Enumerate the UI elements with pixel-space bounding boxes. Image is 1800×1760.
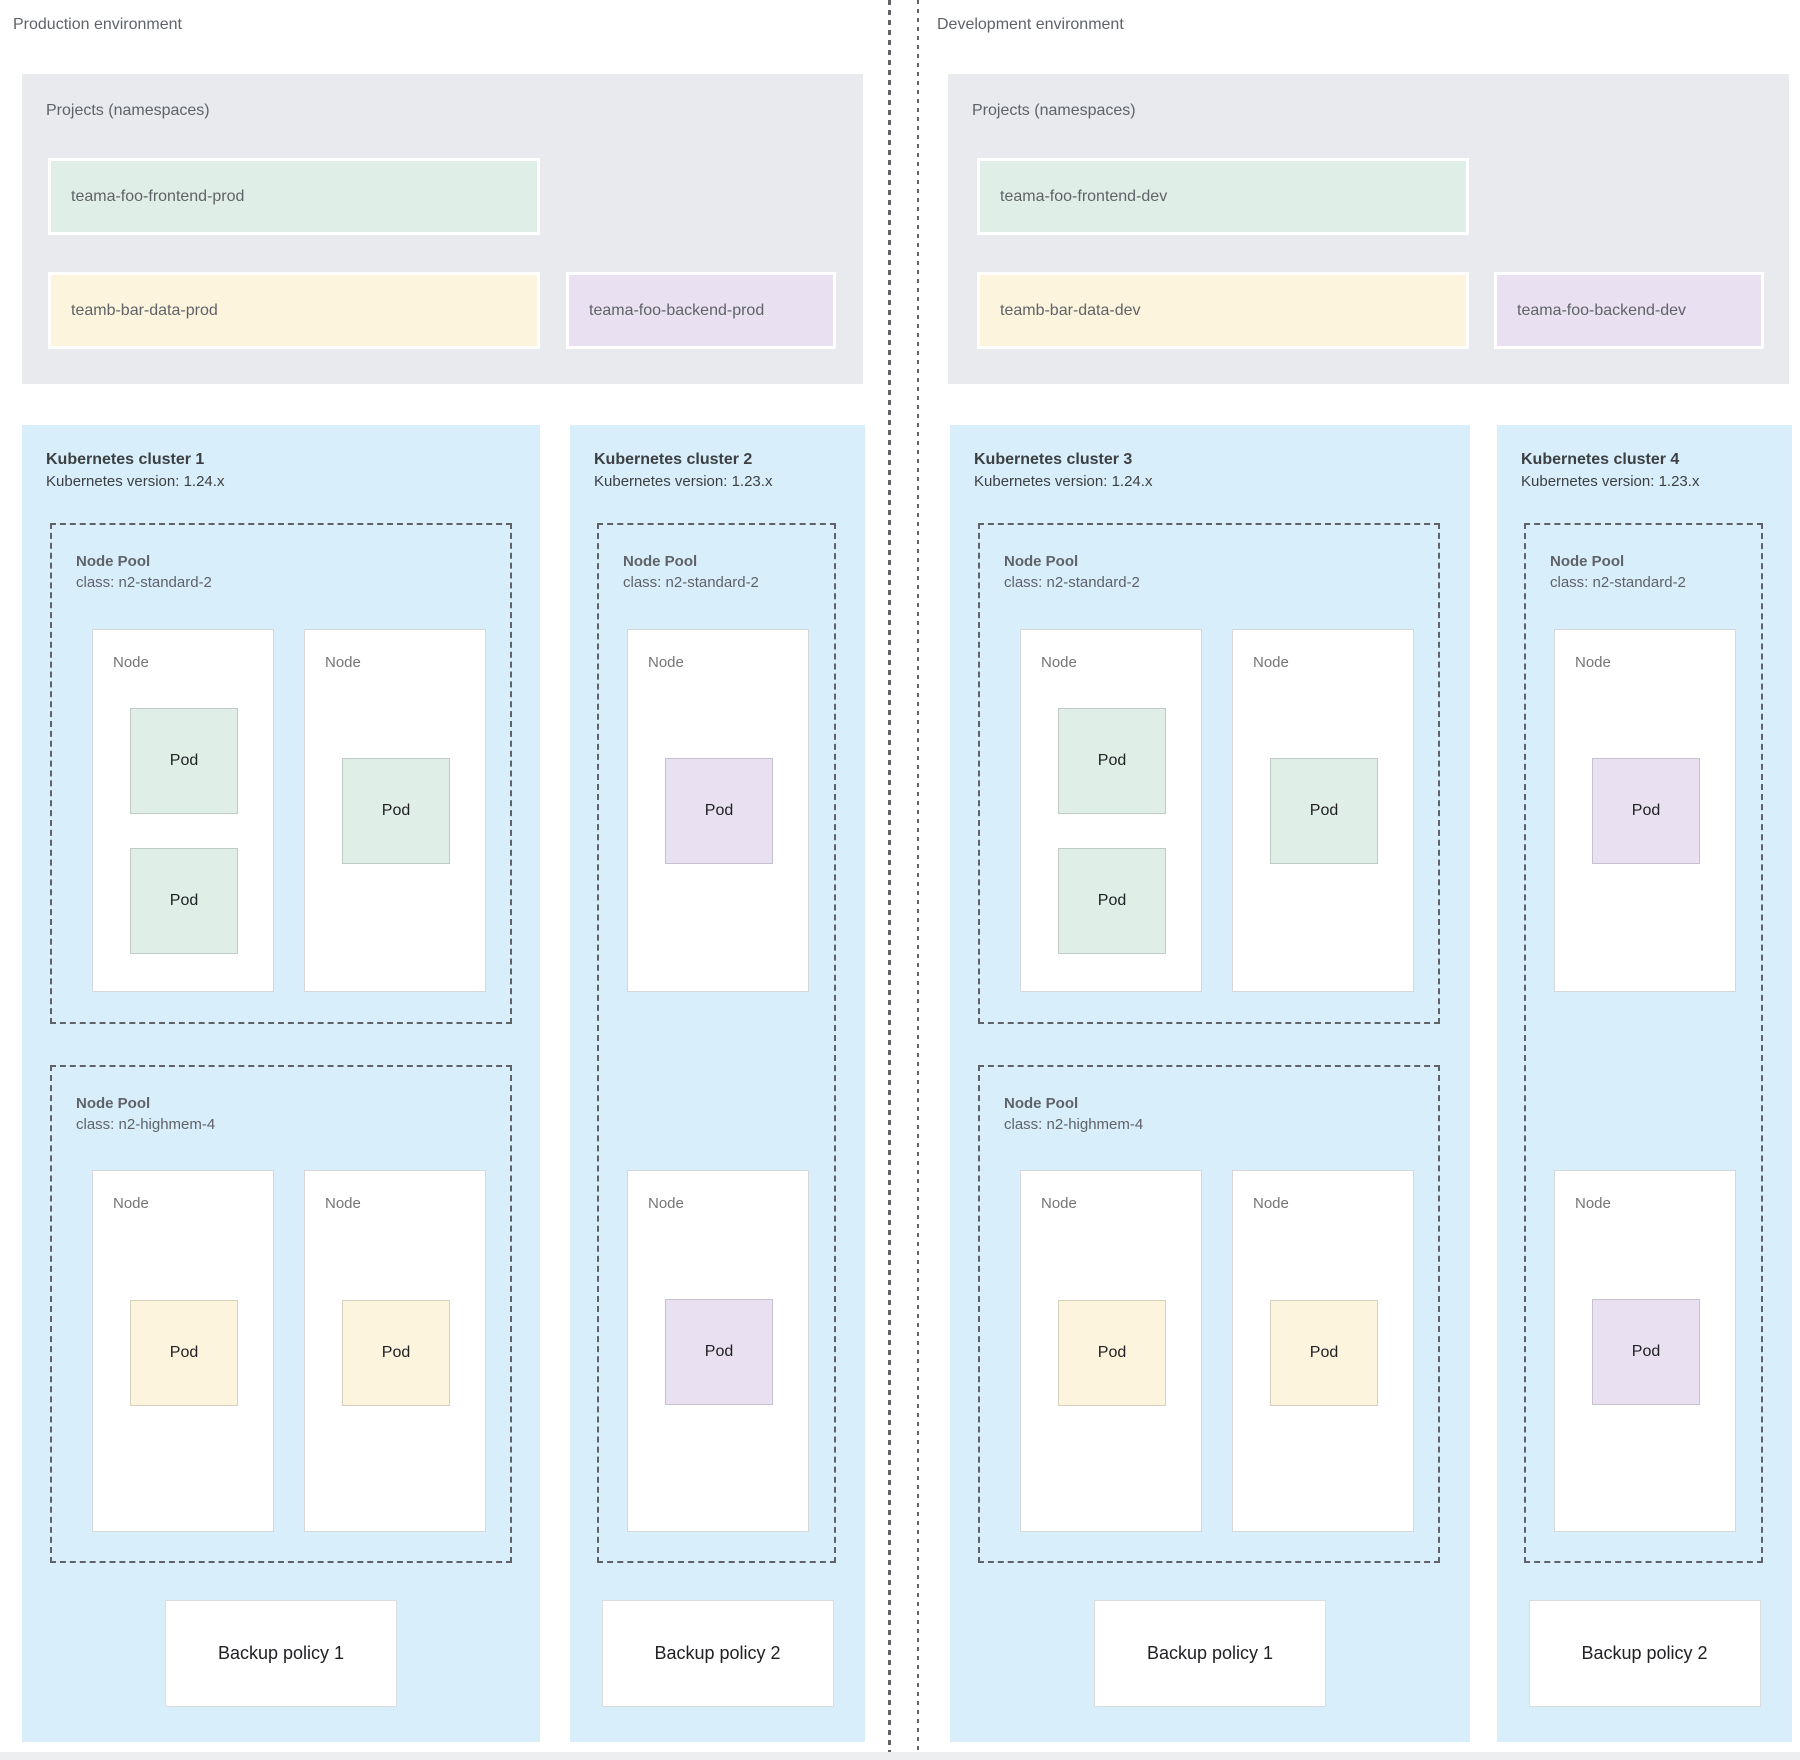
cluster1-nodepool-highmem: Node Pool class: n2-highmem-4 Node Pod N… [50,1065,512,1563]
cluster1-pool1-node1: Node Pod Pod [92,629,274,992]
cluster3-backup-policy: Backup policy 1 [1094,1600,1326,1707]
cluster1-pool2-node1-pod1: Pod [130,1300,238,1406]
cluster3-pool2-node2: Node Pod [1232,1170,1414,1532]
node-label: Node [1575,654,1611,671]
bottom-edge-strip [0,1752,1800,1760]
node-label: Node [1041,1195,1077,1212]
cluster3-nodepool-standard: Node Pool class: n2-standard-2 Node Pod … [978,523,1440,1024]
nodepool-title: Node Pool [1004,1095,1079,1112]
cluster1-pool1-node2: Node Pod [304,629,486,992]
projects-namespaces-label: Projects (namespaces) [972,102,1136,119]
cluster3-pool1-node1: Node Pod Pod [1020,629,1202,992]
nodepool-title: Node Pool [1550,553,1625,570]
cluster1-pool1-node2-pod1: Pod [342,758,450,864]
nodepool-title: Node Pool [76,1095,151,1112]
cluster2-title: Kubernetes cluster 2 [594,451,753,468]
nodepool-title: Node Pool [1004,553,1079,570]
namespace-teamb-bar-data-dev: teamb-bar-data-dev [977,272,1469,349]
cluster1-pool2-node2: Node Pod [304,1170,486,1532]
node-label: Node [1575,1195,1611,1212]
nodepool-title: Node Pool [623,553,698,570]
cluster3-pool2-node1: Node Pod [1020,1170,1202,1532]
cluster3-pool2-node2-pod1: Pod [1270,1300,1378,1406]
nodepool-class: class: n2-standard-2 [76,574,212,591]
cluster1-pool1-node1-pod1: Pod [130,708,238,814]
cluster1-backup-policy: Backup policy 1 [165,1600,397,1707]
cluster3-pool1-node1-pod1: Pod [1058,708,1166,814]
cluster1-nodepool2-header: Node Pool class: n2-highmem-4 [76,1093,215,1135]
cluster4-header: Kubernetes cluster 4 Kubernetes version:… [1521,449,1699,492]
cluster4-nodepool-standard: Node Pool class: n2-standard-2 Node Pod … [1524,523,1763,1563]
cluster3-pool1-node2: Node Pod [1232,629,1414,992]
cluster3-pool1-node1-pod2: Pod [1058,848,1166,954]
cluster3-header: Kubernetes cluster 3 Kubernetes version:… [974,449,1152,492]
nodepool-class: class: n2-highmem-4 [1004,1116,1144,1133]
production-projects-box: Projects (namespaces) teama-foo-frontend… [22,74,863,384]
kubernetes-cluster-2: Kubernetes cluster 2 Kubernetes version:… [570,425,865,1742]
kubernetes-cluster-1: Kubernetes cluster 1 Kubernetes version:… [22,425,540,1742]
node-label: Node [325,654,361,671]
cluster4-pool1-node1: Node Pod [1554,629,1736,992]
cluster4-nodepool1-header: Node Pool class: n2-standard-2 [1550,551,1686,593]
cluster1-nodepool1-header: Node Pool class: n2-standard-2 [76,551,212,593]
cluster4-backup-policy: Backup policy 2 [1528,1600,1761,1707]
cluster4-version: Kubernetes version: 1.23.x [1521,473,1700,490]
cluster2-nodepool-standard: Node Pool class: n2-standard-2 Node Pod … [597,523,836,1563]
projects-namespaces-label: Projects (namespaces) [46,102,210,119]
cluster3-pool1-node2-pod1: Pod [1270,758,1378,864]
kubernetes-cluster-4: Kubernetes cluster 4 Kubernetes version:… [1497,425,1792,1742]
cluster1-nodepool-standard: Node Pool class: n2-standard-2 Node Pod … [50,523,512,1024]
kubernetes-cluster-3: Kubernetes cluster 3 Kubernetes version:… [950,425,1470,1742]
cluster1-pool2-node2-pod1: Pod [342,1300,450,1406]
nodepool-class: class: n2-standard-2 [623,574,759,591]
production-environment-label: Production environment [13,16,182,33]
nodepool-title: Node Pool [76,553,151,570]
cluster2-pool1-node2-pod1: Pod [665,1299,773,1405]
cluster3-pool2-node1-pod1: Pod [1058,1300,1166,1406]
node-label: Node [648,1195,684,1212]
nodepool-class: class: n2-standard-2 [1550,574,1686,591]
nodepool-class: class: n2-highmem-4 [76,1116,216,1133]
node-label: Node [1041,654,1077,671]
nodepool-class: class: n2-standard-2 [1004,574,1140,591]
cluster3-nodepool2-header: Node Pool class: n2-highmem-4 [1004,1093,1143,1135]
cluster2-backup-policy: Backup policy 2 [601,1600,834,1707]
environment-divider-line-left [888,0,891,1760]
development-projects-box: Projects (namespaces) teama-foo-frontend… [948,74,1789,384]
namespace-teama-foo-backend-prod: teama-foo-backend-prod [566,272,836,349]
node-label: Node [113,654,149,671]
node-label: Node [113,1195,149,1212]
cluster2-pool1-node2: Node Pod [627,1170,809,1532]
cluster4-pool1-node2: Node Pod [1554,1170,1736,1532]
node-label: Node [648,654,684,671]
cluster4-pool1-node2-pod1: Pod [1592,1299,1700,1405]
environment-divider-line-right [917,0,919,1760]
cluster2-pool1-node1: Node Pod [627,629,809,992]
cluster4-title: Kubernetes cluster 4 [1521,451,1680,468]
cluster2-version: Kubernetes version: 1.23.x [594,473,773,490]
cluster1-pool2-node1: Node Pod [92,1170,274,1532]
cluster3-nodepool1-header: Node Pool class: n2-standard-2 [1004,551,1140,593]
cluster3-nodepool-highmem: Node Pool class: n2-highmem-4 Node Pod N… [978,1065,1440,1563]
cluster2-header: Kubernetes cluster 2 Kubernetes version:… [594,449,772,492]
namespace-teama-foo-backend-dev: teama-foo-backend-dev [1494,272,1764,349]
cluster1-title: Kubernetes cluster 1 [46,451,205,468]
namespace-teamb-bar-data-prod: teamb-bar-data-prod [48,272,540,349]
cluster1-header: Kubernetes cluster 1 Kubernetes version:… [46,449,224,492]
cluster1-version: Kubernetes version: 1.24.x [46,473,225,490]
cluster2-nodepool1-header: Node Pool class: n2-standard-2 [623,551,759,593]
cluster4-pool1-node1-pod1: Pod [1592,758,1700,864]
node-label: Node [1253,654,1289,671]
namespace-teama-foo-frontend-dev: teama-foo-frontend-dev [977,158,1469,235]
cluster1-pool1-node1-pod2: Pod [130,848,238,954]
cluster3-version: Kubernetes version: 1.24.x [974,473,1153,490]
cluster3-title: Kubernetes cluster 3 [974,451,1133,468]
node-label: Node [325,1195,361,1212]
node-label: Node [1253,1195,1289,1212]
development-environment-label: Development environment [937,16,1124,33]
namespace-teama-foo-frontend-prod: teama-foo-frontend-prod [48,158,540,235]
cluster2-pool1-node1-pod1: Pod [665,758,773,864]
